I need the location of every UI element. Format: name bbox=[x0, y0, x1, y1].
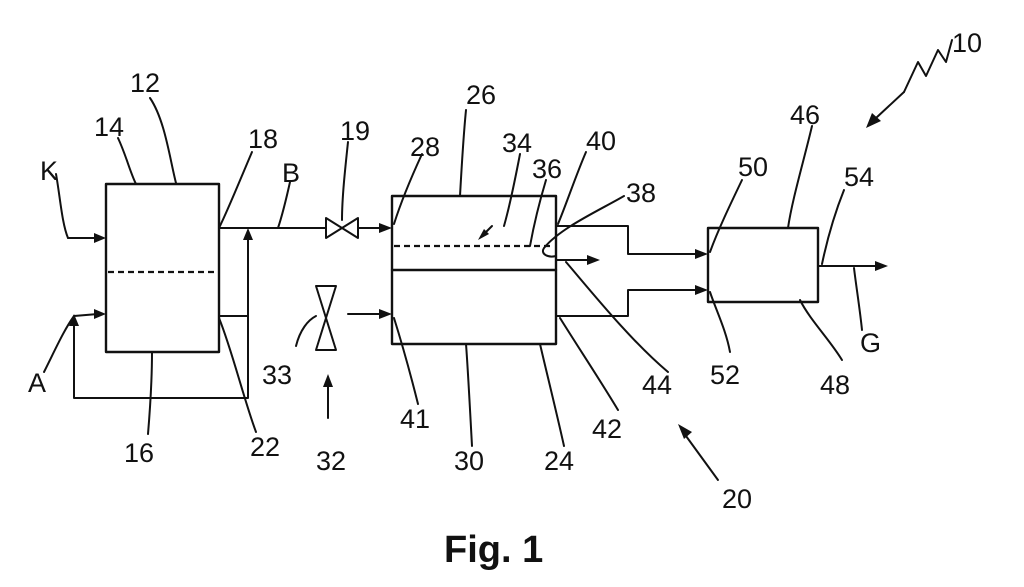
outlet-40-arrowhead bbox=[695, 249, 708, 259]
leader-30 bbox=[466, 344, 472, 446]
leader-b bbox=[278, 182, 290, 228]
label-30: 30 bbox=[454, 446, 484, 476]
leader-a bbox=[44, 316, 74, 372]
valve-32 bbox=[316, 286, 392, 418]
valve-32-icon bbox=[316, 286, 336, 350]
leader-28 bbox=[394, 154, 422, 224]
leader-32-arrowhead bbox=[323, 374, 333, 387]
leader-48 bbox=[800, 300, 842, 360]
leader-26 bbox=[460, 110, 466, 196]
leader-50 bbox=[710, 180, 742, 252]
leader-20-arrowhead bbox=[678, 424, 692, 439]
label-28: 28 bbox=[410, 132, 440, 162]
outlet-40-line bbox=[556, 226, 698, 254]
outlets bbox=[556, 226, 708, 316]
label-40: 40 bbox=[586, 126, 616, 156]
label-19: 19 bbox=[340, 116, 370, 146]
leader-24 bbox=[540, 344, 564, 446]
label-a: A bbox=[28, 368, 46, 398]
unit-46 bbox=[708, 228, 888, 302]
leader-18 bbox=[219, 152, 252, 228]
label-42: 42 bbox=[592, 414, 622, 444]
leader-10-zigzag bbox=[904, 40, 952, 92]
outlet-42-line bbox=[556, 290, 698, 316]
leader-33 bbox=[296, 316, 316, 346]
label-26: 26 bbox=[466, 80, 496, 110]
output-g-arrowhead bbox=[875, 261, 888, 271]
label-k: K bbox=[40, 156, 58, 186]
box-46 bbox=[708, 228, 818, 302]
box-12 bbox=[106, 184, 219, 352]
leader-40 bbox=[558, 152, 586, 224]
valve-32-arrowhead bbox=[379, 309, 392, 319]
leader-42 bbox=[560, 318, 618, 410]
label-33: 33 bbox=[262, 360, 292, 390]
label-48: 48 bbox=[820, 370, 850, 400]
label-54: 54 bbox=[844, 162, 874, 192]
label-24: 24 bbox=[544, 446, 574, 476]
label-12: 12 bbox=[130, 68, 160, 98]
label-34: 34 bbox=[502, 128, 532, 158]
outlet-42-arrowhead bbox=[695, 285, 708, 295]
leader-12 bbox=[150, 98, 176, 183]
leader-14 bbox=[118, 138, 136, 184]
label-50: 50 bbox=[738, 152, 768, 182]
unit-12 bbox=[106, 184, 219, 352]
label-52: 52 bbox=[710, 360, 740, 390]
leader-10-line bbox=[876, 92, 904, 118]
line-b-arrowhead bbox=[379, 223, 392, 233]
k-arrowhead bbox=[94, 233, 106, 243]
bypass-arrowhead bbox=[243, 228, 253, 240]
leader-41 bbox=[394, 318, 418, 404]
label-44: 44 bbox=[642, 370, 672, 400]
label-20: 20 bbox=[722, 484, 752, 514]
label-36: 36 bbox=[532, 154, 562, 184]
label-10: 10 bbox=[952, 28, 982, 58]
label-g: G bbox=[860, 328, 881, 358]
label-18: 18 bbox=[248, 124, 278, 154]
leader-36 bbox=[530, 180, 546, 246]
leader-g bbox=[854, 268, 862, 330]
label-14: 14 bbox=[94, 112, 124, 142]
inputs-k-a bbox=[68, 228, 253, 398]
label-38: 38 bbox=[626, 178, 656, 208]
leader-20-line bbox=[686, 436, 718, 480]
a-arrowhead bbox=[94, 309, 106, 319]
figure-caption: Fig. 1 bbox=[444, 529, 543, 571]
unit-24 bbox=[392, 196, 556, 344]
leader-19 bbox=[342, 142, 348, 220]
leader-22 bbox=[219, 318, 256, 432]
leader-16 bbox=[148, 352, 152, 434]
leader-54 bbox=[822, 190, 844, 264]
label-41: 41 bbox=[400, 404, 430, 434]
label-b: B bbox=[282, 158, 300, 188]
leader-34 bbox=[504, 154, 520, 226]
line-b bbox=[219, 218, 392, 238]
label-32: 32 bbox=[316, 446, 346, 476]
label-46: 46 bbox=[790, 100, 820, 130]
label-22: 22 bbox=[250, 432, 280, 462]
leader-46 bbox=[788, 126, 812, 228]
outlet-44-arrowhead bbox=[587, 255, 600, 265]
label-16: 16 bbox=[124, 438, 154, 468]
